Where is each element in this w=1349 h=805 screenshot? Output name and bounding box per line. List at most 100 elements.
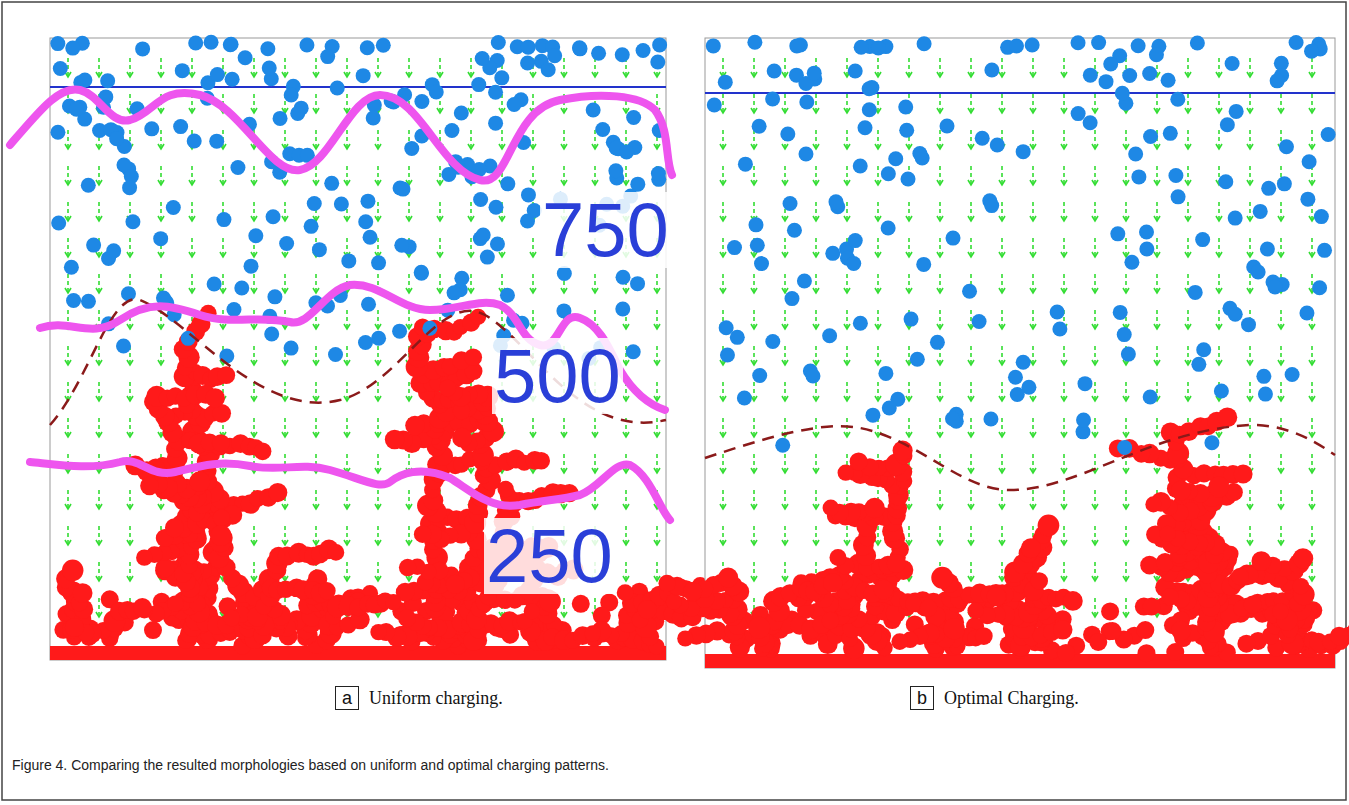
ion: [267, 289, 282, 304]
arrow-head: [720, 432, 726, 437]
arrow-head: [158, 144, 164, 149]
arrow-head: [623, 180, 629, 185]
ion: [490, 237, 505, 252]
arrow-head: [344, 324, 350, 329]
arrow-head: [530, 252, 536, 257]
deposit-particle: [133, 598, 152, 617]
arrow-head: [1092, 612, 1098, 617]
field-arrow: [377, 238, 379, 256]
ion: [51, 216, 66, 231]
arrow-head: [158, 72, 164, 77]
ion: [441, 167, 456, 182]
arrow-head: [220, 288, 226, 293]
ion: [636, 43, 651, 58]
arrow-head: [375, 468, 381, 473]
arrow-head: [1061, 504, 1067, 509]
field-arrow: [1032, 238, 1034, 256]
arrow-head: [251, 396, 257, 401]
ion: [330, 81, 345, 96]
arrow-head: [530, 288, 536, 293]
field-arrow: [67, 166, 69, 184]
arrow-head: [751, 324, 757, 329]
field-arrow: [1094, 94, 1096, 112]
field-arrow: [1094, 166, 1096, 184]
ion: [591, 46, 606, 61]
deposit-particle: [572, 595, 590, 613]
arrow-head: [406, 396, 412, 401]
arrow-head: [282, 432, 288, 437]
arrow-head: [251, 540, 257, 545]
arrow-head: [375, 396, 381, 401]
ion: [361, 297, 376, 312]
arrow-head: [968, 252, 974, 257]
ion: [230, 160, 245, 175]
arrow-head: [189, 252, 195, 257]
field-arrow: [784, 346, 786, 364]
arrow-head: [813, 432, 819, 437]
arrow-head: [720, 216, 726, 221]
arrow-head: [375, 360, 381, 365]
arrow-head: [561, 108, 567, 113]
arrow-head: [875, 72, 881, 77]
field-arrow: [815, 418, 817, 436]
field-arrow: [1094, 274, 1096, 292]
ion: [480, 250, 495, 265]
arrow-head: [96, 360, 102, 365]
ion: [175, 63, 190, 78]
ion: [238, 50, 253, 65]
ion: [219, 348, 234, 363]
arrow-head: [251, 324, 257, 329]
field-arrow: [1001, 238, 1003, 256]
field-arrow: [1001, 382, 1003, 400]
ion: [209, 134, 224, 149]
arrow-head: [313, 144, 319, 149]
ion: [376, 38, 391, 53]
deposit-particle: [328, 544, 345, 561]
ion: [358, 214, 373, 229]
ion: [50, 125, 65, 140]
field-arrow: [753, 562, 755, 580]
field-arrow: [129, 58, 131, 76]
field-arrow: [1125, 130, 1127, 148]
ion: [116, 339, 131, 354]
field-arrow: [1063, 94, 1065, 112]
ion: [81, 178, 96, 193]
arrow-head: [406, 576, 412, 581]
field-arrow: [129, 238, 131, 256]
field-arrow: [1094, 346, 1096, 364]
panel-frame: [705, 38, 1335, 668]
field-arrow: [1032, 418, 1034, 436]
field-arrow: [160, 166, 162, 184]
field-arrow: [408, 274, 410, 292]
field-arrow: [753, 310, 755, 328]
field-arrow: [846, 166, 848, 184]
arrow-head: [720, 540, 726, 545]
arrow-head: [561, 72, 567, 77]
field-arrow: [67, 382, 69, 400]
field-arrow: [1094, 526, 1096, 544]
field-arrow: [815, 346, 817, 364]
field-arrow: [408, 166, 410, 184]
field-arrow: [98, 490, 100, 508]
ion: [371, 331, 386, 346]
field-arrow: [377, 58, 379, 76]
field-arrow: [656, 418, 658, 436]
field-arrow: [970, 562, 972, 580]
arrow-head: [1061, 576, 1067, 581]
ion: [488, 116, 503, 131]
arrow-head: [1092, 252, 1098, 257]
ion: [586, 103, 601, 118]
field-arrow: [846, 310, 848, 328]
deposit-particle: [446, 575, 465, 594]
field-arrow: [877, 130, 879, 148]
arrow-head: [937, 108, 943, 113]
field-arrow: [846, 94, 848, 112]
field-arrow: [160, 346, 162, 364]
field-arrow: [784, 454, 786, 472]
field-arrow: [1094, 310, 1096, 328]
arrow-head: [937, 504, 943, 509]
arrow-head: [968, 504, 974, 509]
ion: [616, 270, 631, 285]
field-arrow: [753, 94, 755, 112]
